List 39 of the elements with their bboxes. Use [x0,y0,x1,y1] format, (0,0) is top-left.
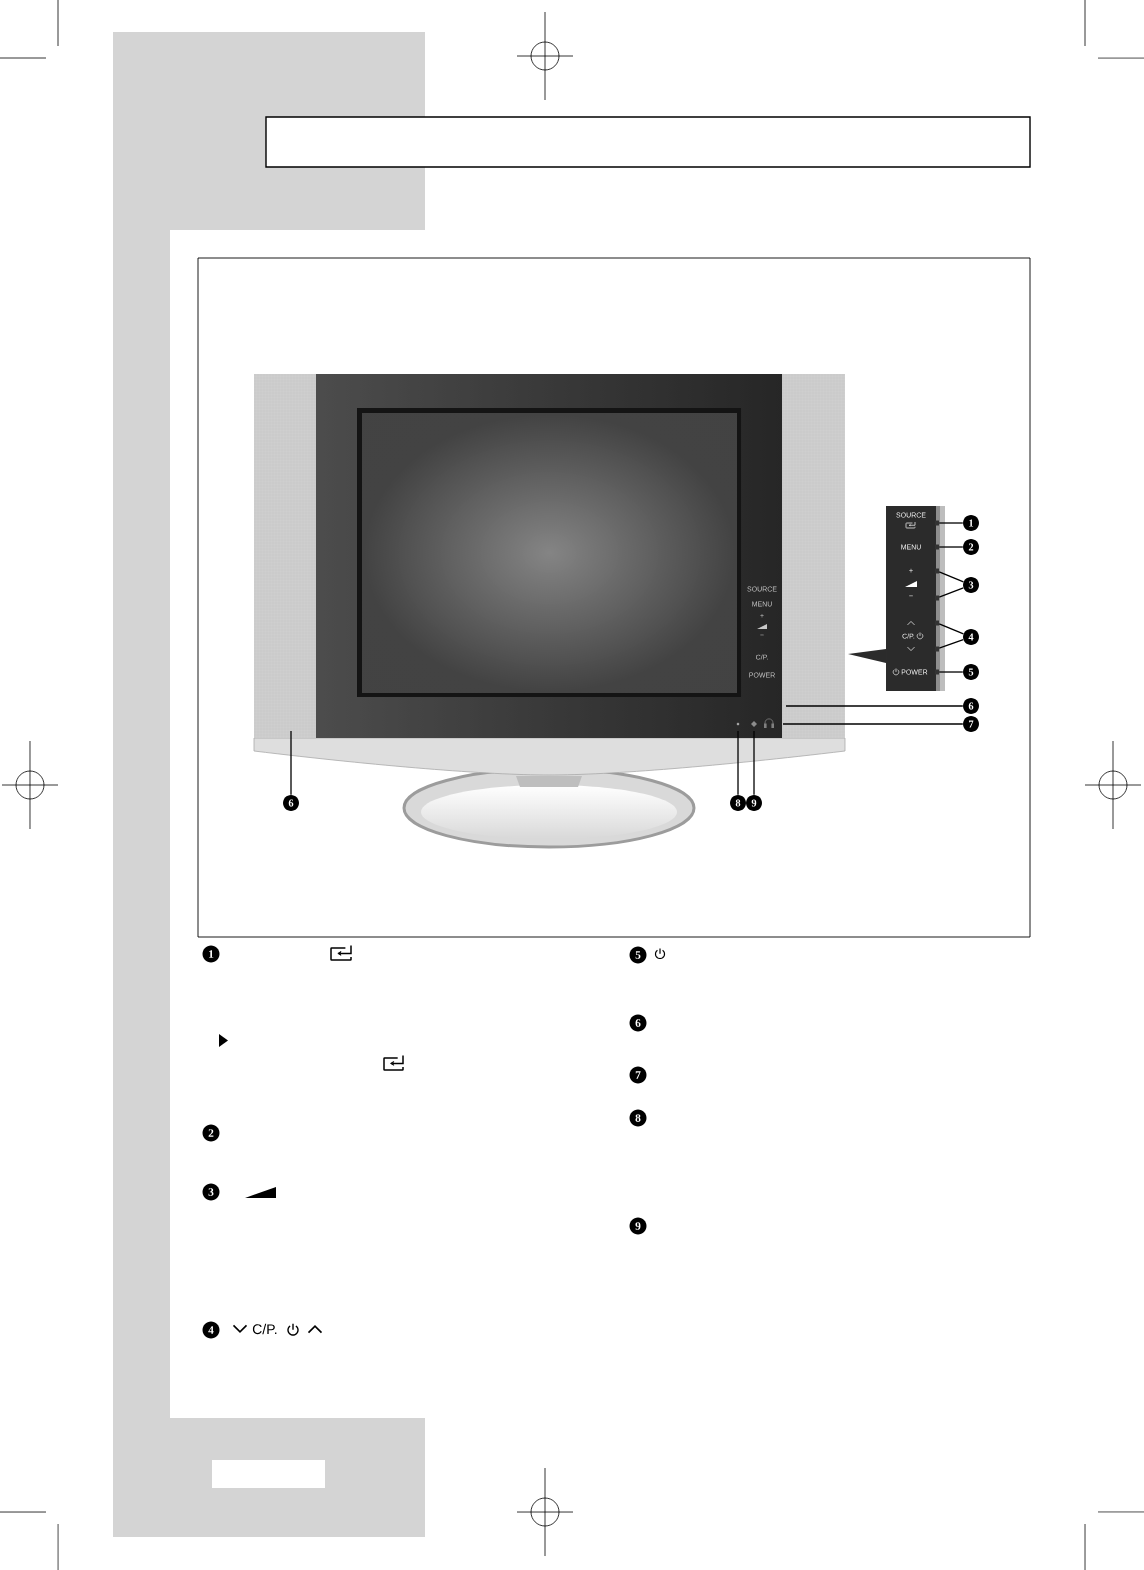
callout-number: 8 [629,1109,647,1127]
leader-line [938,623,965,635]
callout-number: 3 [202,1183,220,1201]
callout-number: 6 [963,698,979,714]
leader-line [753,730,755,796]
button-marker [935,646,939,652]
button-marker [935,544,939,550]
leader-line [938,571,965,583]
leader-line [938,522,964,524]
callout-number: 1 [963,515,979,531]
callout-number: 8 [730,795,746,811]
callout-number: 6 [283,795,299,811]
callout-number: 2 [202,1124,220,1142]
callout-number: 9 [629,1217,647,1235]
leader-line [938,546,964,548]
leader-line [938,671,964,673]
leader-line [938,639,964,649]
callout-number: 6 [629,1014,647,1032]
button-marker [935,669,939,675]
callout-number: 2 [963,539,979,555]
callout-number: 7 [963,716,979,732]
callout-number: 5 [629,946,647,964]
button-marker [935,520,939,526]
button-marker [935,620,939,626]
callout-number: 4 [202,1321,220,1339]
callout-number: 9 [746,795,762,811]
leader-line [938,587,964,598]
leader-line [737,730,739,796]
callout-number: 1 [202,945,220,963]
callout-number: 7 [629,1066,647,1084]
button-marker [935,595,939,601]
leader-line [290,730,292,796]
key-label: C/P. [252,1323,277,1335]
leader-line [785,705,964,707]
callout-number: 4 [963,629,979,645]
callout-number: 3 [963,577,979,593]
leader-line [782,723,964,725]
button-marker [935,568,939,574]
callout-number: 5 [963,664,979,680]
